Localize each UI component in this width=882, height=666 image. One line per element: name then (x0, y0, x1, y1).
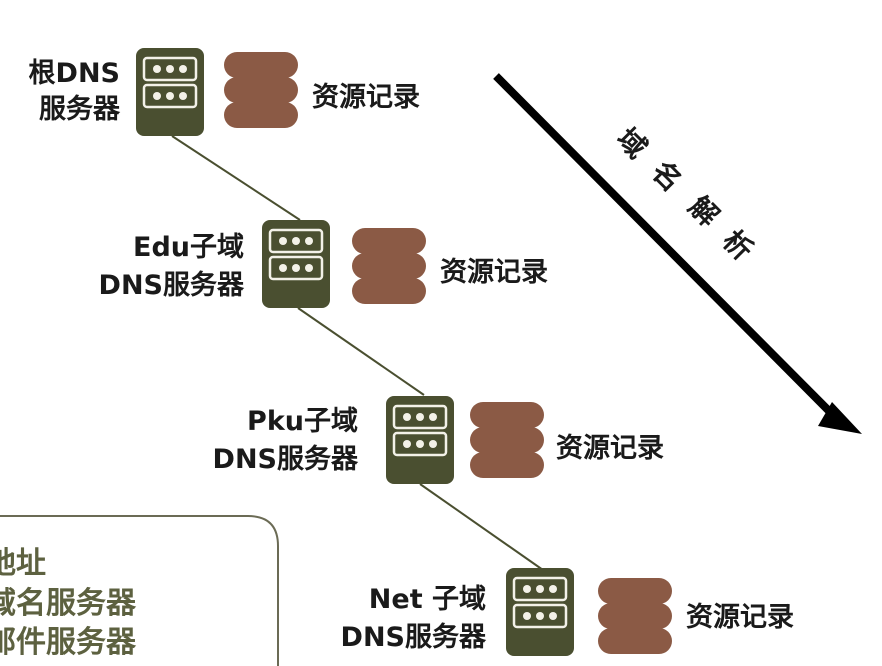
server-icon (136, 48, 204, 136)
record-type-legend: 地址 域名服务器 邮件服务器 (0, 515, 279, 666)
dns-level-pku: Pku子域 DNS服务器 资源记录 (213, 396, 664, 484)
arrow-label-char-3: 解 (682, 190, 725, 233)
connector-root-edu (171, 135, 301, 221)
level-name-line-1: Edu子域 (133, 232, 244, 263)
level-name-line-1: Pku子域 (247, 406, 358, 437)
arrow-label-char-4: 析 (716, 224, 759, 267)
server-icon (386, 396, 454, 484)
legend-line-name-server: 域名服务器 (0, 586, 137, 621)
arrow-head-icon (818, 402, 862, 434)
dns-level-root: 根DNS 服务器 资源记录 (29, 48, 420, 136)
legend-line-address: 地址 (0, 546, 46, 581)
arrow-shaft (493, 73, 839, 421)
resource-record-stack-icon (598, 578, 672, 654)
resource-record-label: 资源记录 (686, 602, 794, 633)
level-name-line-2: DNS服务器 (341, 622, 487, 653)
level-name-line-2: DNS服务器 (99, 270, 245, 301)
connector-edu-pku (297, 307, 425, 396)
resource-record-label: 资源记录 (440, 257, 548, 288)
server-icon (506, 568, 574, 656)
resource-record-stack-icon (470, 402, 544, 478)
level-name-line-2: 服务器 (39, 94, 121, 125)
level-name-line-2: DNS服务器 (213, 444, 359, 475)
server-connectors (171, 135, 544, 571)
resource-record-stack-icon (352, 228, 426, 304)
resource-record-label: 资源记录 (556, 433, 664, 464)
dns-level-edu: Edu子域 DNS服务器 资源记录 (99, 220, 548, 308)
resource-record-label: 资源记录 (312, 82, 420, 113)
level-name-line-1: 根DNS (29, 58, 120, 89)
resolution-arrow (493, 73, 862, 434)
level-name-line-1: Net 子域 (369, 584, 486, 615)
legend-line-mail-server: 邮件服务器 (0, 625, 137, 660)
arrow-label-char-2: 名 (645, 155, 688, 198)
dns-level-net: Net 子域 DNS服务器 资源记录 (341, 568, 794, 656)
connector-pku-net (419, 483, 544, 571)
legend-border (0, 515, 279, 666)
arrow-label: 域 名 解 析 (610, 122, 759, 267)
server-icon (262, 220, 330, 308)
resource-record-stack-icon (224, 52, 298, 128)
arrow-label-char-1: 域 (610, 122, 653, 165)
